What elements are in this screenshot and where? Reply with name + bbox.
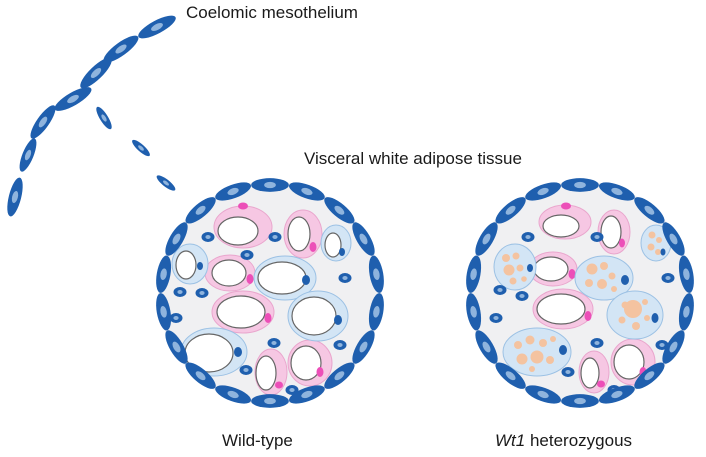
mesothelial-cell xyxy=(561,178,599,192)
wildtype-tissue: Wild-type xyxy=(153,178,387,450)
multilocular-adipocyte xyxy=(574,255,634,301)
pink-adipocyte xyxy=(283,209,323,259)
genotype-suffix: heterozygous xyxy=(525,431,632,450)
mesothelium-chain xyxy=(4,11,179,218)
blue-adipocyte xyxy=(287,290,349,342)
wt1-heterozygous-label: Wt1 heterozygous xyxy=(495,431,632,450)
multilocular-adipocyte xyxy=(640,224,672,262)
pink-adipocyte xyxy=(578,350,610,394)
pink-adipocyte xyxy=(538,202,592,240)
blue-adipocyte xyxy=(171,243,209,285)
pink-adipocyte xyxy=(211,290,275,334)
mesothelium-label: Coelomic mesothelium xyxy=(186,3,358,22)
multilocular-adipocyte xyxy=(493,243,537,291)
mesothelial-cell xyxy=(251,394,289,408)
pink-adipocyte xyxy=(597,209,631,255)
pink-adipocyte xyxy=(287,339,333,387)
pink-adipocyte xyxy=(528,251,578,287)
blue-adipocyte xyxy=(180,327,248,377)
wt1-heterozygous-tissue: Wt1 heterozygous xyxy=(463,178,697,450)
pink-adipocyte xyxy=(532,288,594,330)
multilocular-adipocyte xyxy=(606,290,664,340)
multilocular-adipocyte xyxy=(502,327,572,377)
pink-adipocyte xyxy=(213,202,273,249)
blue-adipocyte xyxy=(253,255,317,301)
mesothelial-cell xyxy=(561,394,599,408)
pink-adipocyte xyxy=(254,348,288,396)
pink-adipocyte xyxy=(204,254,256,292)
mesothelial-cell xyxy=(251,178,289,192)
tissue-label: Visceral white adipose tissue xyxy=(304,149,522,168)
gene-name: Wt1 xyxy=(495,431,525,450)
wildtype-label: Wild-type xyxy=(222,431,293,450)
blue-adipocyte xyxy=(320,224,352,262)
